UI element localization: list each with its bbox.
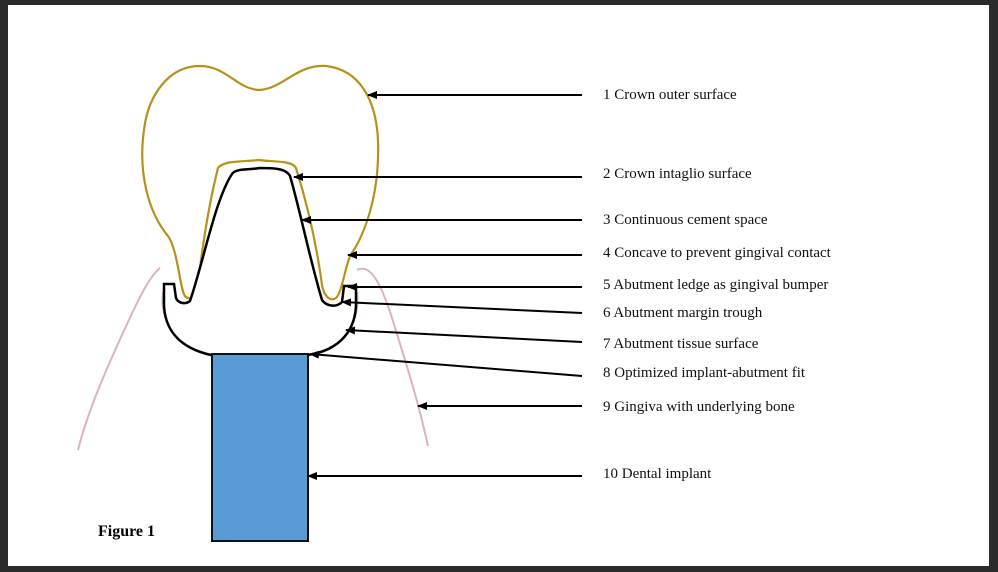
gingiva-right-line — [356, 267, 429, 447]
label-10: 10 Dental implant — [603, 466, 712, 482]
label-6: 6 Abutment margin trough — [603, 305, 763, 321]
abutment-outline — [162, 166, 358, 357]
label-4: 4 Concave to prevent gingival contact — [603, 245, 832, 261]
label-1: 1 Crown outer surface — [603, 87, 737, 103]
arrow-6 — [341, 298, 583, 314]
label-5: 5 Abutment ledge as gingival bumper — [603, 277, 828, 293]
arrow-8 — [309, 350, 583, 377]
dental-implant-body — [211, 353, 309, 542]
figure-title: Figure 1 — [98, 523, 155, 540]
gingiva-left-line — [77, 267, 161, 451]
label-8: 8 Optimized implant-abutment fit — [603, 365, 806, 381]
label-2: 2 Crown intaglio surface — [603, 166, 752, 182]
label-3: 3 Continuous cement space — [603, 212, 768, 228]
crown-outer-surface — [141, 64, 380, 301]
label-7: 7 Abutment tissue surface — [603, 336, 759, 352]
label-9: 9 Gingiva with underlying bone — [603, 399, 795, 415]
arrow-7 — [345, 326, 583, 343]
